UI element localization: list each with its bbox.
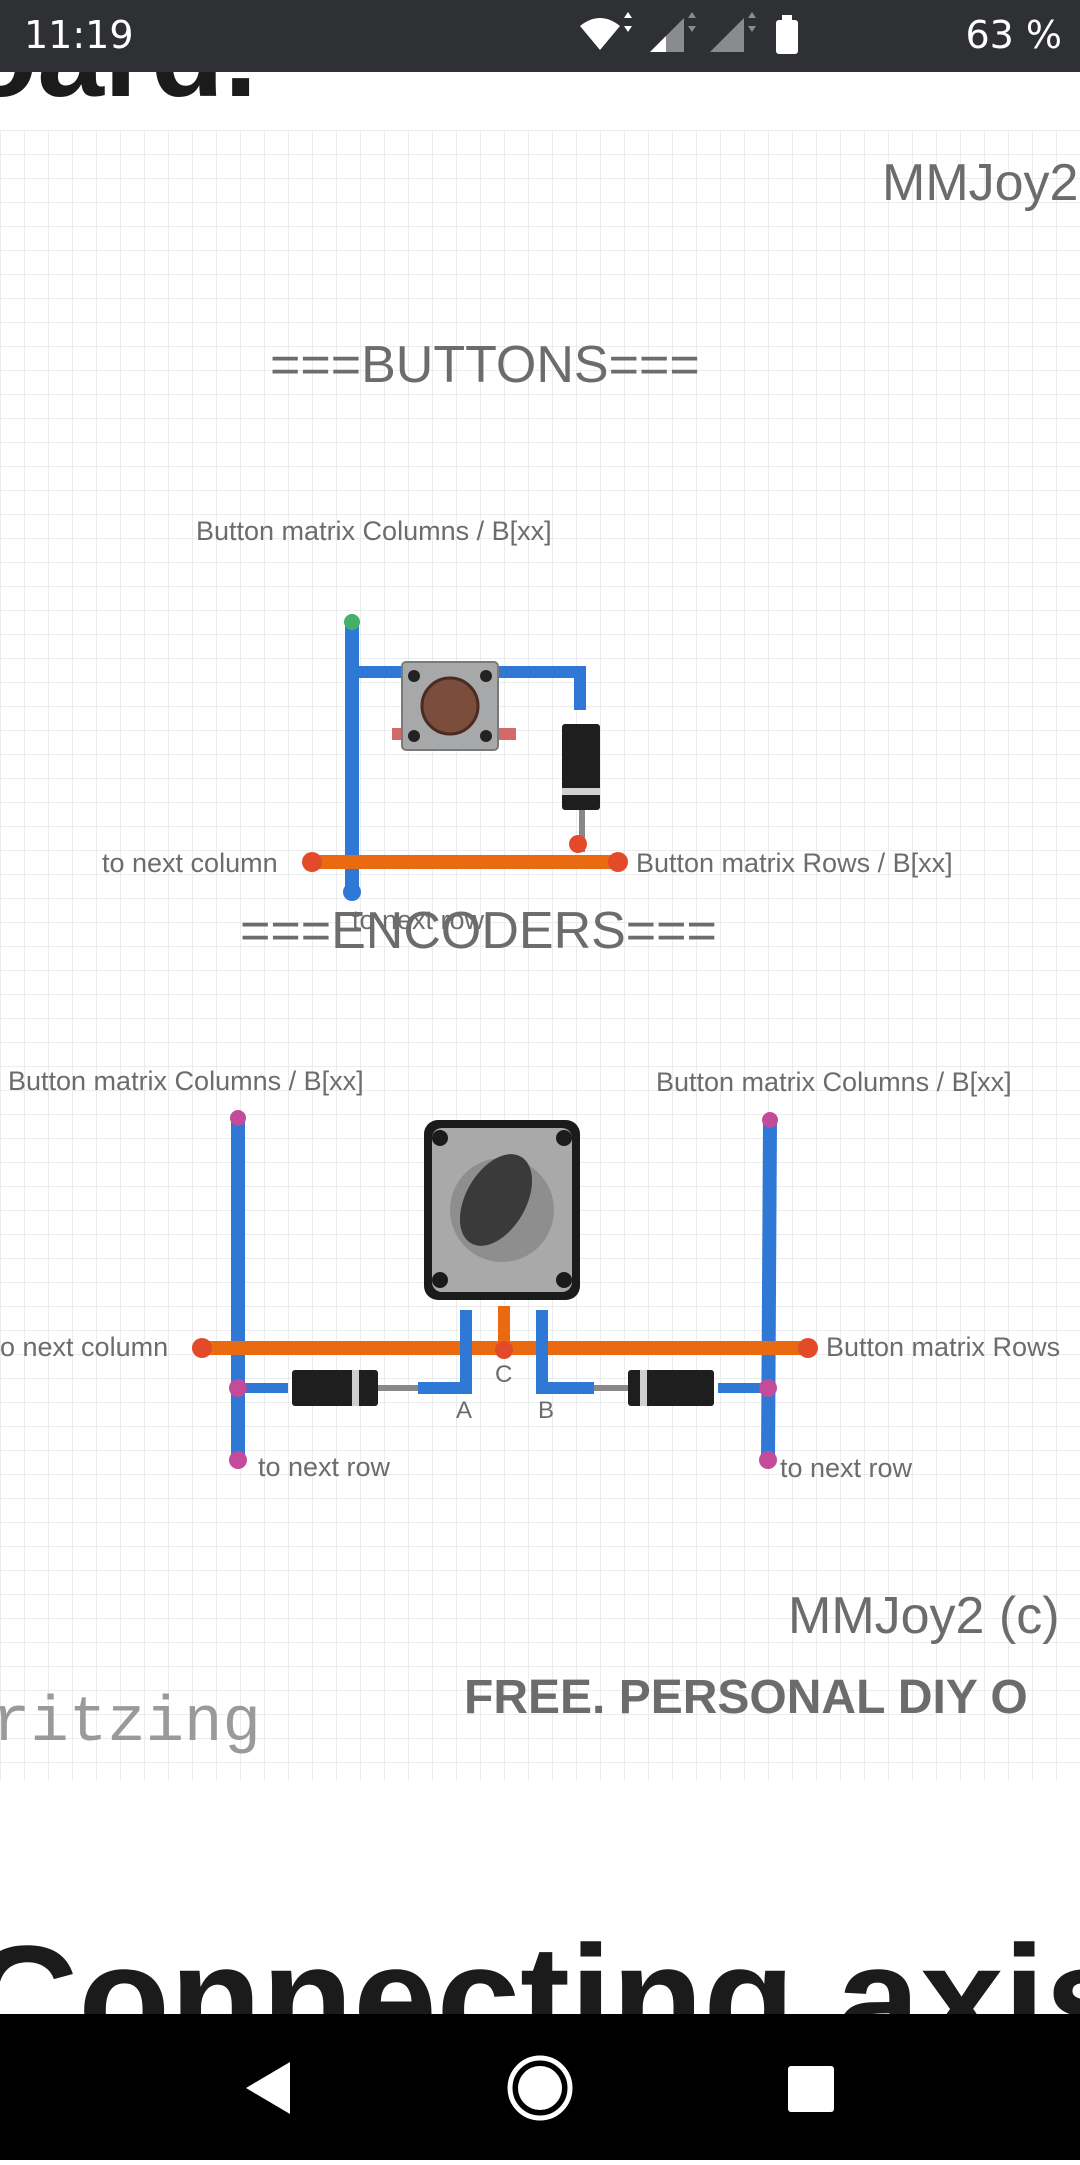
encoders-next-column: o next column bbox=[0, 1332, 168, 1362]
pin-c-label: C bbox=[495, 1361, 512, 1388]
battery-icon bbox=[776, 15, 798, 54]
encoders-rows-label: Button matrix Rows bbox=[826, 1332, 1060, 1362]
encoder-circuit bbox=[192, 1110, 818, 1469]
button-circuit bbox=[302, 614, 628, 901]
signal-icon bbox=[650, 12, 696, 52]
rotary-encoder-component bbox=[424, 1120, 580, 1300]
fritzing-brand: ritzing bbox=[0, 1688, 261, 1760]
status-icons bbox=[580, 12, 798, 54]
buttons-next-column: to next column bbox=[102, 848, 278, 878]
article-content[interactable]: oard. MMJoy2 ===BUTTONS=== Button matrix… bbox=[0, 72, 1080, 2014]
encoders-title: ===ENCODERS=== bbox=[240, 902, 717, 960]
buttons-columns-label: Button matrix Columns / B[xx] bbox=[196, 516, 552, 546]
diagram-footer-copyright: MMJoy2 (c) bbox=[788, 1587, 1060, 1645]
buttons-next-row: to next row bbox=[352, 905, 485, 935]
status-time: 11:19 bbox=[24, 13, 134, 57]
pin-b-label: B bbox=[538, 1397, 554, 1424]
encoders-columns-left: Button matrix Columns / B[xx] bbox=[8, 1066, 364, 1096]
home-button[interactable] bbox=[460, 2014, 620, 2160]
signal-icon bbox=[710, 12, 756, 52]
navigation-bar bbox=[0, 2014, 1080, 2160]
wifi-icon bbox=[580, 12, 632, 50]
back-button[interactable] bbox=[188, 2014, 348, 2160]
encoders-columns-right: Button matrix Columns / B[xx] bbox=[656, 1067, 1012, 1097]
back-icon bbox=[246, 2062, 290, 2114]
pin-a-label: A bbox=[456, 1397, 472, 1424]
diode-component bbox=[562, 724, 600, 810]
diagram-header-right: MMJoy2 bbox=[882, 154, 1078, 212]
section-heading-partial: oard. bbox=[0, 72, 257, 124]
recents-icon bbox=[788, 2066, 834, 2112]
encoders-next-row-right: to next row bbox=[780, 1453, 913, 1483]
push-button-component bbox=[392, 661, 516, 751]
wiring-diagram-image: MMJoy2 ===BUTTONS=== Button matrix Colum… bbox=[0, 130, 1080, 1780]
buttons-title: ===BUTTONS=== bbox=[270, 336, 700, 394]
encoders-next-row-left: to next row bbox=[258, 1452, 391, 1482]
section-heading-connecting-axis: Connecting axis bbox=[0, 1914, 1080, 2014]
diagram-footer-free: FREE. PERSONAL DIY O bbox=[464, 1671, 1028, 1724]
diode-component bbox=[628, 1370, 714, 1406]
buttons-rows-label: Button matrix Rows / B[xx] bbox=[636, 848, 953, 878]
recents-button[interactable] bbox=[730, 2014, 890, 2160]
battery-percent: 63 % bbox=[965, 13, 1062, 57]
home-icon bbox=[507, 2055, 573, 2121]
diode-component bbox=[292, 1370, 378, 1406]
status-bar: 11:19 63 % bbox=[0, 0, 1080, 72]
